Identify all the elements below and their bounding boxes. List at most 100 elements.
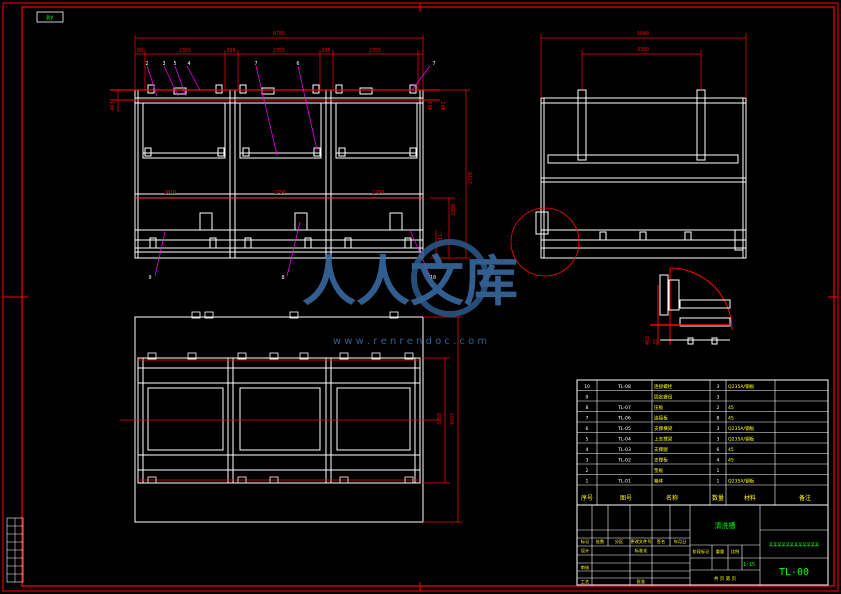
svg-text:5: 5 — [173, 61, 176, 67]
bom-cell-name: 连接板 — [654, 415, 668, 422]
svg-text:审核: 审核 — [581, 564, 590, 571]
svg-text:名称: 名称 — [666, 494, 678, 502]
bom-cell-no: 5 — [586, 437, 589, 443]
front-view — [134, 84, 424, 259]
plan-view-outline — [134, 316, 424, 523]
bom-cell-qty: 1 — [717, 468, 720, 474]
bom-cell-material: Q235A/钢板 — [728, 436, 755, 443]
bom-cell-no: 1 — [586, 479, 589, 485]
title-block-labels: 标记 处数 分区 更改文件号 签名 年月日 设计 标准化 审核 工艺 批准 阶段… — [581, 538, 739, 585]
plan-dim-inner: 3358 — [437, 413, 443, 425]
front-view-outline — [134, 89, 424, 259]
bom-cell-qty: 3 — [717, 384, 720, 390]
bom-cell-material: 45 — [728, 458, 734, 464]
svg-text:2200: 2200 — [451, 204, 457, 216]
svg-text:比例: 比例 — [731, 548, 739, 555]
bom-cell-name: 固定螺母 — [654, 394, 673, 401]
svg-text:重量: 重量 — [716, 548, 724, 555]
svg-text:10: 10 — [430, 275, 436, 281]
bom-cell-no: 4 — [586, 447, 589, 453]
bom-cell-code: TL-06 — [617, 416, 631, 422]
corner-tag-box — [36, 11, 64, 23]
side-dim-overall: 5840 — [637, 31, 649, 37]
watermark-url: w w w . r e n r e n d o c . c o m — [333, 336, 487, 347]
bom-cell-name: 压板 — [654, 404, 664, 411]
svg-text:2010: 2010 — [164, 190, 176, 196]
bom-cell-qty: 1 — [717, 479, 720, 485]
side-dim-inner: 3350 — [637, 47, 649, 53]
svg-text:更改文件号: 更改文件号 — [631, 538, 652, 545]
watermark-brand: 人人文库 — [302, 250, 518, 313]
svg-text:阶段标记: 阶段标记 — [693, 548, 711, 555]
svg-text:395: 395 — [321, 48, 330, 54]
svg-text:80: 80 — [137, 48, 143, 54]
bom-row: 5 TL-04 上支撑梁 3 Q235A/钢板 — [586, 436, 755, 443]
bom-cell-qty: 3 — [717, 426, 720, 432]
bom-cell-no: 8 — [586, 405, 589, 411]
svg-text:463: 463 — [428, 101, 434, 110]
svg-text:9: 9 — [148, 275, 151, 281]
svg-text:8: 8 — [281, 275, 284, 281]
bom-cell-qty: 3 — [717, 437, 720, 443]
bom-cell-material: Q235A/钢板 — [728, 425, 755, 432]
svg-text:工艺: 工艺 — [581, 579, 589, 584]
bom-cell-material: 45 — [728, 405, 734, 411]
svg-text:7: 7 — [432, 61, 435, 67]
plan-view-red — [120, 316, 462, 523]
detail-view — [650, 267, 733, 345]
bom-cell-no: 2 — [586, 468, 589, 474]
title-block — [576, 504, 829, 586]
bom-cell-qty: 4 — [717, 458, 720, 464]
front-view-dims — [110, 35, 470, 259]
bom-header: 序号 图号 名称 数量 材料 备注 — [581, 494, 811, 502]
svg-text:材料: 材料 — [744, 494, 756, 502]
svg-text:1211: 1211 — [438, 234, 444, 246]
bom-cell-material: 45 — [728, 416, 734, 422]
bom-cell-name: 上支撑梁 — [654, 436, 673, 443]
svg-text:2770: 2770 — [468, 172, 474, 184]
svg-text:图号: 图号 — [620, 495, 632, 502]
bom-cell-no: 9 — [586, 395, 589, 401]
bom-cell-code: TL-01 — [617, 479, 631, 485]
bom-cell-material: Q235A/钢板 — [728, 478, 755, 485]
bom-cell-qty: 6 — [717, 447, 720, 453]
watermark: 人人文库 w w w . r e n r e n d o c . c o m — [302, 239, 518, 347]
svg-text:数量: 数量 — [712, 494, 724, 502]
bom-cell-no: 3 — [586, 458, 589, 464]
side-view — [535, 89, 747, 259]
scale-value: 1:15 — [743, 562, 755, 568]
balloons: 2 3 5 4 7 6 7 9 8 10 — [145, 61, 436, 281]
bom-cell-name: 连接螺栓 — [654, 383, 673, 390]
dim-overall: 6785 — [273, 31, 285, 37]
bom-cell-name: 支撑板 — [654, 457, 668, 464]
drawing-title: 清洗槽 — [715, 521, 736, 530]
svg-text:备注: 备注 — [799, 494, 811, 502]
svg-text:分区: 分区 — [615, 538, 623, 545]
detail-dim-height: 463 — [645, 336, 651, 345]
bom-cell-no: 6 — [586, 426, 589, 432]
balloon-leaders — [146, 65, 431, 277]
bom-cell-no: 7 — [586, 416, 589, 422]
svg-text:7: 7 — [254, 61, 257, 67]
svg-text:处数: 处数 — [596, 538, 605, 545]
svg-text:463: 463 — [441, 101, 447, 110]
svg-text:2750: 2750 — [372, 190, 384, 196]
svg-text:6: 6 — [296, 61, 299, 67]
svg-text:标记: 标记 — [581, 538, 590, 545]
svg-text:4: 4 — [187, 61, 190, 67]
svg-text:签名: 签名 — [657, 538, 665, 545]
bom-cell-material: Q235A/钢板 — [728, 383, 755, 390]
bom-cell-code: TL-04 — [617, 437, 631, 443]
svg-text:2355: 2355 — [179, 48, 191, 54]
svg-text:批准: 批准 — [637, 578, 645, 585]
dim-spans: 80 2355 395 2355 395 2355 2010 2756 2750 — [137, 48, 384, 196]
